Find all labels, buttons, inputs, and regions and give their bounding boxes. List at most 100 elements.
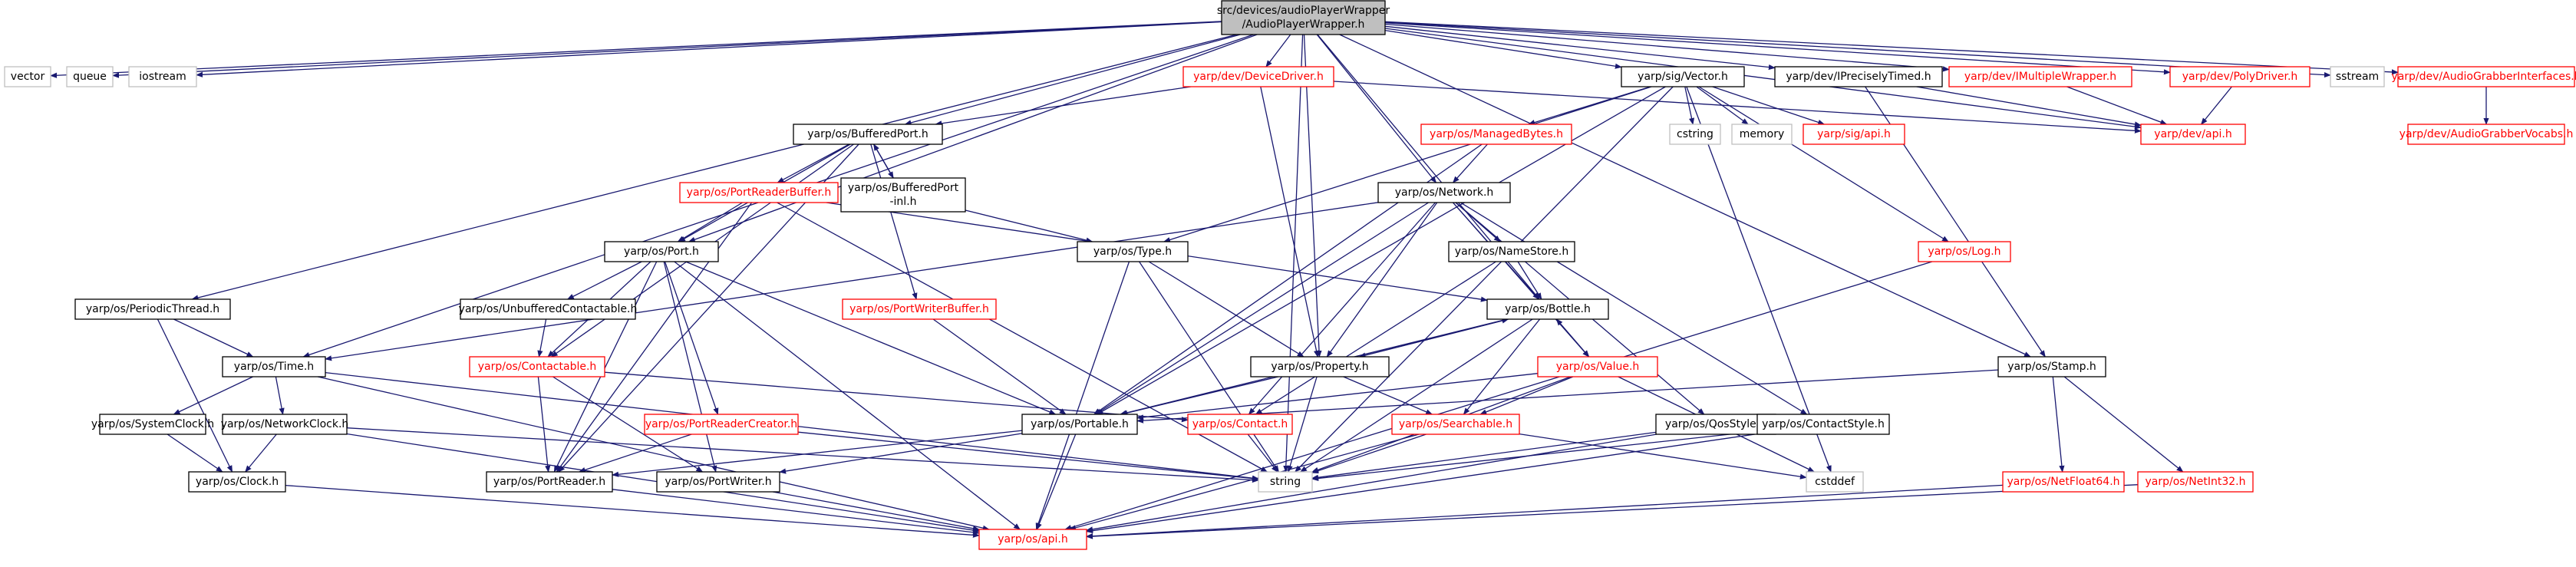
node-box-devicedriver [1182,66,1334,87]
node-netint32[interactable]: yarp/os/NetInt32.h [2137,471,2254,493]
edge-portwriter-to-osapi [772,491,980,532]
node-devapi[interactable]: yarp/dev/api.h [2140,124,2246,145]
edge-bottle-to-searchable [1463,318,1541,415]
node-label-sstream: sstream [2336,71,2379,83]
edge-contactstyle-to-osapi [1086,433,1758,534]
node-audiograbberint[interactable]: yarp/dev/AudioGrabberInterfaces.h [2391,66,2576,87]
node-string[interactable]: string [1258,471,1313,493]
node-label-networkclock: yarp/os/NetworkClock.h [221,418,349,430]
node-time[interactable]: yarp/os/Time.h [222,356,326,377]
edge-systemclock-to-clock [167,433,223,473]
edge-portable-to-osapi [1036,433,1077,530]
node-contactstyle[interactable]: yarp/os/ContactStyle.h [1756,414,1890,435]
node-portreader[interactable]: yarp/os/PortReader.h [486,471,613,493]
node-sigapi[interactable]: yarp/sig/api.h [1803,124,1905,145]
node-clock[interactable]: yarp/os/Clock.h [188,471,286,493]
edge-portreaderbuffer-to-string [777,202,1268,473]
edge-searchable-to-string [1311,433,1427,474]
edge-root-to-property [1303,34,1322,358]
node-box-queue [66,66,114,87]
node-box-portreader [486,471,613,493]
edge-time-to-networkclock [275,376,285,415]
node-label-port: yarp/os/Port.h [624,246,699,258]
node-box-type [1077,241,1189,262]
edge-root-to-iprecisely [1384,25,1776,71]
node-label-multiplewrapper: yarp/dev/IMultipleWrapper.h [1964,71,2116,83]
node-portreadercreator[interactable]: yarp/os/PortReaderCreator.h [644,414,799,435]
node-network[interactable]: yarp/os/Network.h [1377,182,1511,203]
edge-contactable-to-portwriter [552,376,704,473]
edge-portable-to-portreader [612,430,1023,477]
node-sigvector[interactable]: yarp/sig/Vector.h [1621,66,1745,87]
node-iprecisely[interactable]: yarp/dev/IPreciselyTimed.h [1774,66,1943,87]
node-box-vector [4,66,51,87]
edge-type-to-osapi [1035,261,1130,530]
node-type[interactable]: yarp/os/Type.h [1077,241,1189,262]
node-networkclock[interactable]: yarp/os/NetworkClock.h [221,414,349,435]
node-label-iprecisely: yarp/dev/IPreciselyTimed.h [1786,71,1931,83]
node-devicedriver[interactable]: yarp/dev/DeviceDriver.h [1182,66,1334,87]
node-iostream[interactable]: iostream [128,66,197,87]
node-box-qosstyle [1655,414,1776,435]
node-portwriterbuffer[interactable]: yarp/os/PortWriterBuffer.h [842,298,997,320]
node-portreaderbuffer[interactable]: yarp/os/PortReaderBuffer.h [679,182,839,203]
node-root[interactable]: src/devices/audioPlayerWrapper/AudioPlay… [1217,0,1390,35]
node-box-contactstyle [1756,414,1890,435]
node-memory[interactable]: memory [1731,124,1793,145]
node-box-sstream [2330,66,2385,87]
node-systemclock[interactable]: yarp/os/SystemClock.h [91,414,214,435]
node-vector[interactable]: vector [4,66,51,87]
edge-stamp-to-portable [1136,369,1999,424]
node-periodicthread[interactable]: yarp/os/PeriodicThread.h [74,298,231,320]
edge-network-to-property [1326,202,1438,358]
node-box-memory [1731,124,1793,145]
node-unbuffered[interactable]: yarp/os/UnbufferedContactable.h [459,298,638,320]
edge-type-to-property [1148,261,1304,358]
node-label-type: yarp/os/Type.h [1093,246,1172,258]
node-bottle[interactable]: yarp/os/Bottle.h [1486,298,1609,320]
node-port[interactable]: yarp/os/Port.h [604,241,719,262]
node-portable[interactable]: yarp/os/Portable.h [1021,414,1138,435]
node-queue[interactable]: queue [66,66,114,87]
node-managedbytes[interactable]: yarp/os/ManagedBytes.h [1420,124,1572,145]
node-box-iostream [128,66,197,87]
node-cstring[interactable]: cstring [1669,124,1721,145]
node-portwriter[interactable]: yarp/os/PortWriter.h [656,471,780,493]
node-polydriver[interactable]: yarp/dev/PolyDriver.h [2169,66,2310,87]
edge-root-to-string [1283,34,1304,473]
node-label-contactable: yarp/os/Contactable.h [478,361,597,373]
edge-root-to-devapi [1384,28,2142,130]
node-box-clock [188,471,286,493]
node-cstddef[interactable]: cstddef [1806,471,1864,493]
edge-value-to-searchable [1479,376,1574,415]
node-bufferedportinl[interactable]: yarp/os/BufferedPort-inl.h [840,177,966,213]
node-contactable[interactable]: yarp/os/Contactable.h [469,356,605,377]
node-box-netint32 [2137,471,2254,493]
node-box-portwriter [656,471,780,493]
node-audiograbbervocabs[interactable]: yarp/dev/AudioGrabberVocabs.h [2400,124,2574,145]
edge-log-to-osapi [1064,261,1933,531]
node-stamp[interactable]: yarp/os/Stamp.h [1997,356,2106,377]
node-qosstyle[interactable]: yarp/os/QosStyle.h [1655,414,1776,435]
node-multiplewrapper[interactable]: yarp/dev/IMultipleWrapper.h [1948,66,2132,87]
node-property[interactable]: yarp/os/Property.h [1250,356,1390,377]
node-value[interactable]: yarp/os/Value.h [1537,356,1658,377]
node-namestore[interactable]: yarp/os/NameStore.h [1448,241,1575,262]
edge-port-to-portable [685,261,1057,415]
node-box-audiograbberint [2397,66,2575,87]
node-contact[interactable]: yarp/os/Contact.h [1187,414,1293,435]
node-log[interactable]: yarp/os/Log.h [1918,241,2011,262]
node-bufferedport[interactable]: yarp/os/BufferedPort.h [793,124,943,145]
node-netfloat64[interactable]: yarp/os/NetFloat64.h [2002,471,2125,493]
edge-bufferedport-to-portreaderbuffer [777,143,850,183]
edge-root-to-bufferedport [904,34,1241,126]
node-osapi[interactable]: yarp/os/api.h [978,529,1087,550]
node-sstream[interactable]: sstream [2330,66,2385,87]
node-box-log [1918,241,2011,262]
edge-devicedriver-to-bufferedport [935,86,1191,127]
node-searchable[interactable]: yarp/os/Searchable.h [1391,414,1520,435]
node-label-unbuffered: yarp/os/UnbufferedContactable.h [459,303,638,315]
edge-root-to-queue [112,21,1222,78]
edge-portreadercreator-to-string [797,431,1259,482]
node-label-contactstyle: yarp/os/ContactStyle.h [1762,418,1885,430]
